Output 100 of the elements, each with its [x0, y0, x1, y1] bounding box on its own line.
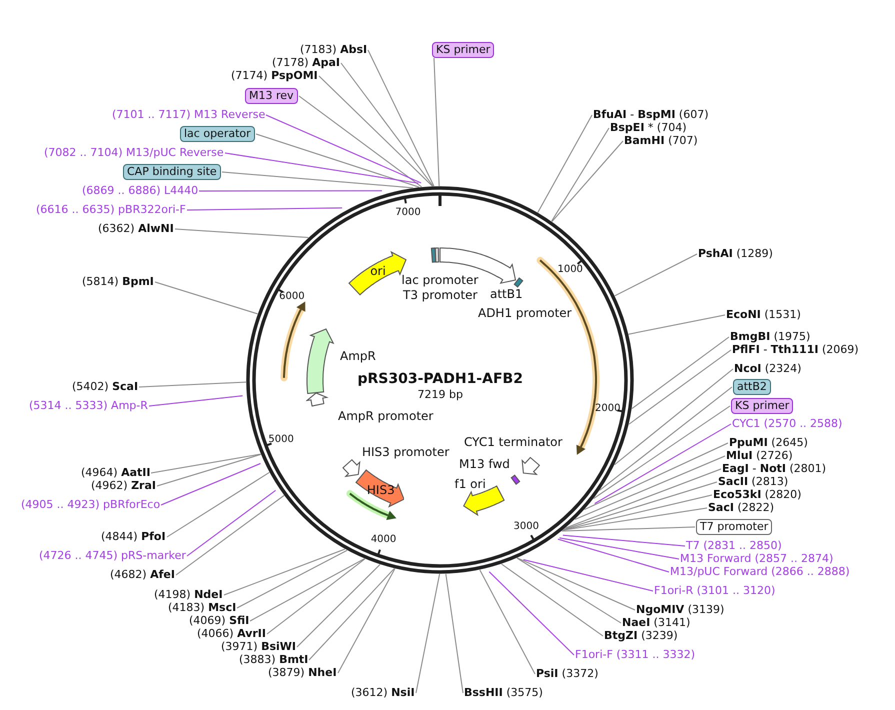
- site-label: EagI - NotI (2801): [722, 462, 826, 476]
- site-label: (4962) ZraI: [91, 479, 156, 493]
- primer-label: (5314 .. 5333) Amp-R: [29, 399, 148, 413]
- site-label: (3883) BmtI: [239, 653, 308, 667]
- feature-tag: M13 rev: [245, 88, 298, 104]
- site-label: (4069) SfiI: [189, 614, 250, 628]
- leader-line: [224, 152, 419, 184]
- site-label: BtgZI (3239): [604, 629, 678, 643]
- leader-line: [614, 368, 734, 466]
- tick-label: 7000: [395, 207, 421, 220]
- feature-label: f1 ori: [454, 477, 486, 491]
- leader-line: [522, 559, 654, 592]
- site-label: (4066) AvrII: [197, 627, 266, 641]
- leader-line: [551, 140, 624, 222]
- site-label: (4183) MscI: [168, 601, 236, 615]
- leader-line: [631, 336, 730, 410]
- leader-line: [562, 494, 712, 530]
- leader-line: [562, 534, 686, 546]
- leader-line: [516, 558, 622, 624]
- leader-line: [266, 114, 422, 184]
- site-label: MluI (2726): [726, 449, 793, 463]
- site-label: BamHI (707): [624, 134, 698, 148]
- leader-line: [186, 490, 276, 556]
- site-label: (7174) PspOMI: [231, 69, 318, 83]
- primer-label: T7 (2831 .. 2850): [686, 539, 782, 553]
- leader-line: [236, 550, 348, 608]
- site-label: (7183) AbsI: [300, 43, 368, 57]
- site-label: BmgBI (1975): [730, 330, 810, 344]
- leader-line: [628, 314, 726, 335]
- feature-tag: KS primer: [731, 398, 794, 414]
- leader-line: [563, 482, 718, 530]
- primer-label: (7101 .. 7117) M13 Reverse: [112, 108, 266, 122]
- site-label: PflFI - Tth111I (2069): [732, 343, 859, 357]
- leader-line: [416, 574, 440, 694]
- leader-line: [154, 282, 258, 314]
- leader-line: [565, 468, 722, 528]
- feature-tag: KS primer: [432, 42, 494, 58]
- leader-line: [318, 76, 433, 187]
- primer-label: F1ori-R (3101 .. 3120): [654, 584, 776, 598]
- site-label: (5402) ScaI: [72, 380, 138, 394]
- feature-label: HIS3: [366, 483, 395, 498]
- leader-line: [561, 526, 696, 532]
- leader-line: [445, 573, 464, 694]
- leader-line: [222, 172, 414, 188]
- feature-label: attB1: [490, 286, 523, 301]
- site-label: PsiI (3372): [536, 667, 598, 681]
- tick-label: 6000: [279, 291, 305, 304]
- feature-tag: T7 promoter: [696, 519, 772, 535]
- leader-line: [599, 386, 732, 491]
- leader-line: [479, 569, 536, 674]
- site-label: PshAI (1289): [698, 247, 773, 261]
- leader-line: [340, 62, 434, 187]
- primer-label: M13/pUC Forward (2866 .. 2888): [670, 565, 850, 579]
- site-label: (4844) PfoI: [101, 530, 166, 544]
- site-label: (4682) AfeI: [110, 568, 175, 582]
- leader-line: [148, 395, 244, 406]
- leader-line: [500, 564, 604, 636]
- leader-line: [516, 557, 636, 610]
- leader-line: [434, 58, 440, 186]
- site-label: (3612) NsiI: [351, 686, 415, 700]
- feature-tag: CAP binding site: [123, 164, 221, 180]
- site-label: PpuMI (2645): [729, 436, 808, 450]
- tick-label: 4000: [370, 534, 396, 546]
- feature-label: AmpR: [340, 348, 376, 363]
- feature-label: CYC1 terminator: [464, 435, 562, 449]
- primer-label: (6869 .. 6886) L4440: [82, 184, 198, 198]
- site-label: (7178) ApaI: [272, 56, 340, 70]
- primer-label: (6616 .. 6635) pBR322ori-F: [36, 203, 186, 217]
- leader-line: [368, 50, 434, 187]
- leader-line: [562, 508, 708, 531]
- leader-line: [574, 456, 726, 520]
- leader-line: [338, 568, 396, 674]
- site-label: SacI (2822): [708, 501, 774, 515]
- leader-line: [176, 494, 285, 576]
- primer-label: M13 Forward (2857 .. 2874): [680, 552, 834, 566]
- site-label: Eco53kI (2820): [713, 488, 802, 502]
- leader-line: [256, 134, 420, 188]
- feature-label: ori: [370, 264, 386, 278]
- leader-line: [557, 538, 670, 572]
- leader-line: [250, 558, 365, 622]
- feature-label: AmpR promoter: [338, 408, 434, 423]
- feature-label: ADH1 promoter: [478, 306, 572, 320]
- site-label: SacII (2813): [718, 475, 788, 489]
- tick-label: 5000: [268, 434, 294, 446]
- primer-label: CYC1 (2570 .. 2588): [732, 417, 842, 431]
- feature-label: T3 promoter: [403, 288, 478, 302]
- leader-line: [308, 568, 395, 660]
- leader-line: [594, 424, 732, 504]
- primer-label: (7082 .. 7104) M13/pUC Reverse: [44, 146, 224, 160]
- primer-label: (4726 .. 4745) pRS-marker: [39, 549, 186, 563]
- tick-label: 3000: [514, 520, 539, 533]
- site-label: BfuAI - BspMI (607): [593, 108, 709, 122]
- leader-line: [224, 548, 346, 596]
- leader-line: [138, 382, 246, 388]
- site-label: NcoI (2324): [734, 362, 802, 376]
- site-label: NaeI (3141): [622, 616, 690, 630]
- leader-line: [150, 454, 262, 474]
- leader-line: [174, 228, 309, 238]
- feature-tag: attB2: [733, 379, 771, 395]
- feature-label: lac promoter: [402, 272, 478, 287]
